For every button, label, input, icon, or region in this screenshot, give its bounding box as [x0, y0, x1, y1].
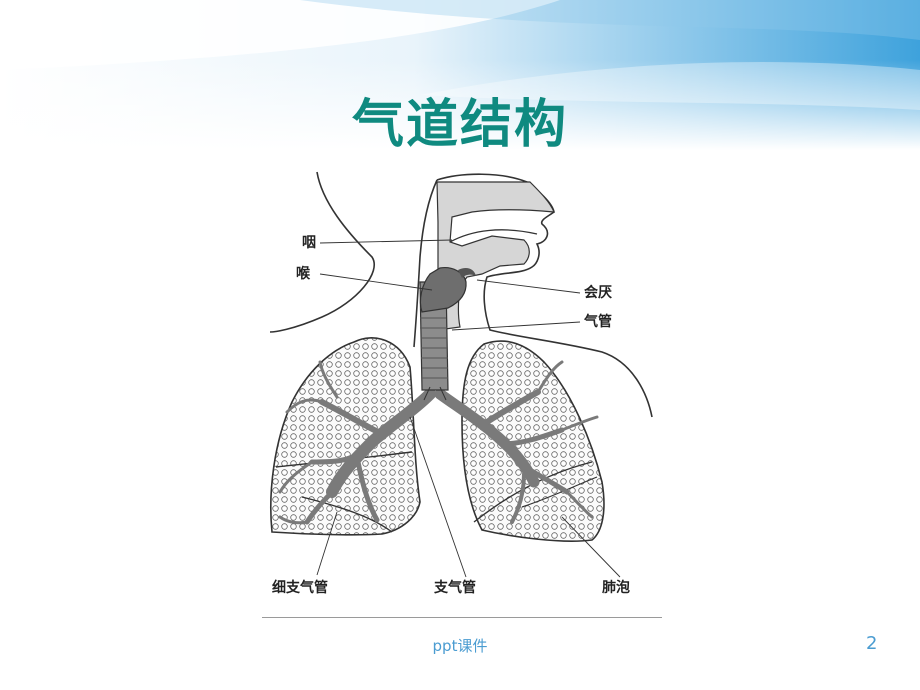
label-epiglottis: 会厌: [584, 284, 612, 301]
larynx: [419, 267, 467, 313]
leader-lines: [316, 239, 621, 578]
page-title: 气道结构: [351, 95, 568, 155]
label-trachea: 气管: [583, 313, 612, 330]
header-banner: [0, 0, 920, 150]
label-bronchus: 支气管: [433, 579, 476, 596]
epiglottis: [458, 268, 476, 278]
airway-diagram: 咽 喉 会厌 气管 细支气管 支气管 肺泡: [269, 171, 653, 596]
page-number: 2: [866, 633, 878, 654]
diagram-divider: [262, 617, 662, 618]
palate: [449, 229, 538, 243]
footer-label: ppt课件: [432, 637, 488, 655]
label-alveoli: 肺泡: [602, 579, 630, 596]
label-larynx: 喉: [296, 265, 311, 282]
label-pharynx: 咽: [302, 235, 316, 251]
nasal-cavity: [436, 181, 555, 331]
label-bronchiole: 细支气管: [272, 579, 328, 596]
left-lung: [270, 337, 421, 536]
bronchial-tree: [278, 360, 599, 525]
